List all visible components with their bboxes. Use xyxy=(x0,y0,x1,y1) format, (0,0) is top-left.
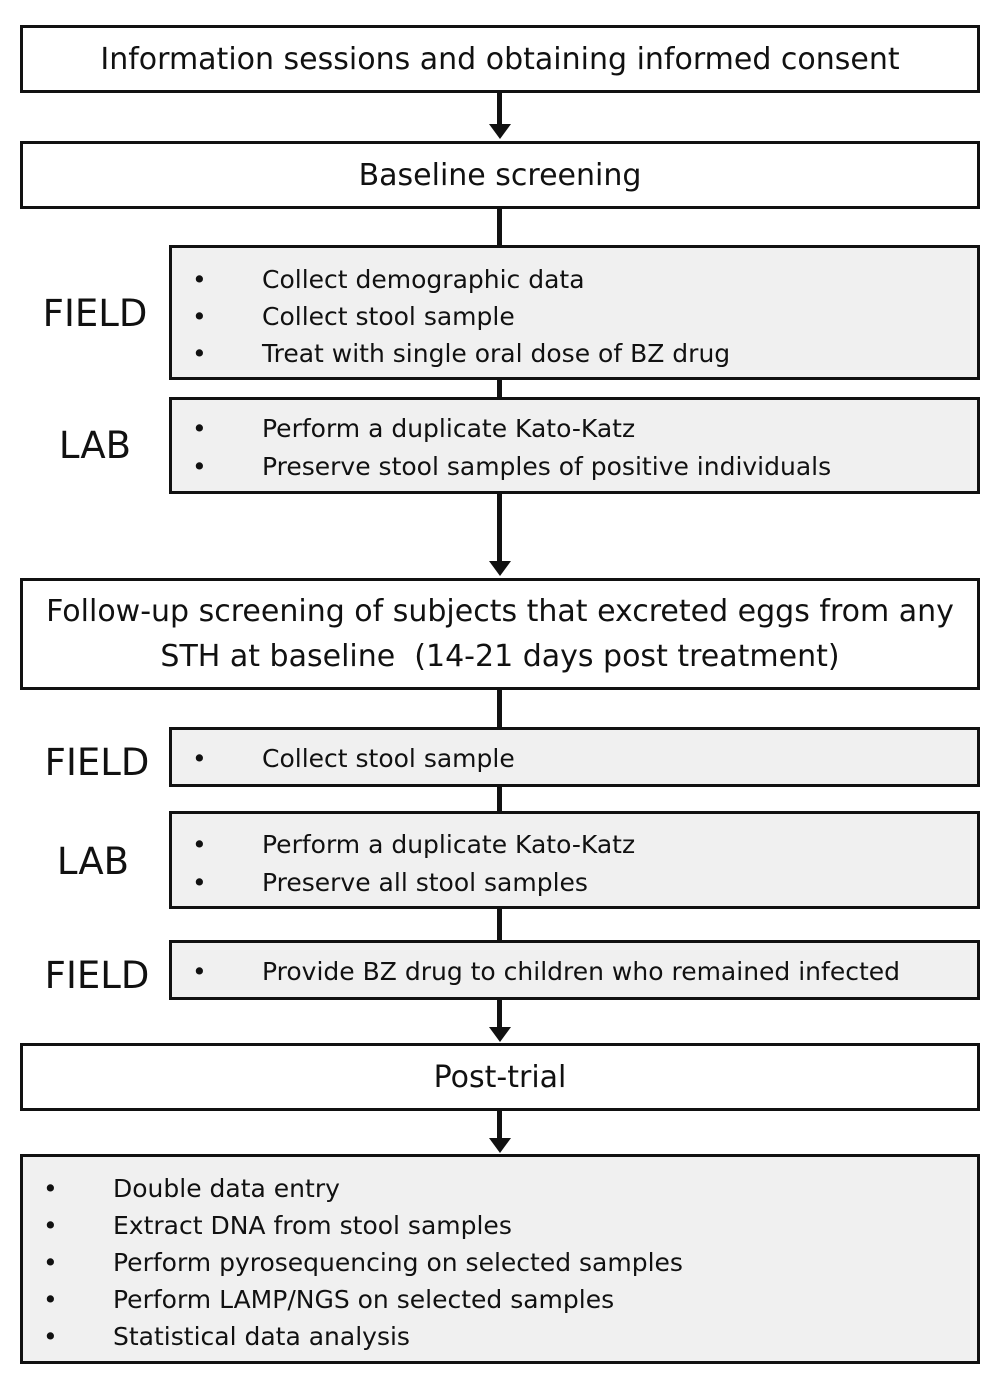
step-followup-box: Follow-up screening of subjects that exc… xyxy=(20,578,980,690)
followup-field-label: FIELD xyxy=(44,741,150,784)
followup-lab-list: Perform a duplicate Kato-Katz Preserve a… xyxy=(172,826,977,902)
list-item: Provide BZ drug to children who remained… xyxy=(172,953,977,991)
arrow-to-posttrial-tasks xyxy=(489,1138,511,1153)
baseline-lab-box: Perform a duplicate Kato-Katz Preserve s… xyxy=(169,397,980,494)
list-item: Statistical data analysis xyxy=(23,1318,977,1355)
followup-field2-label: FIELD xyxy=(44,954,150,997)
step-followup-label-line2: STH at baseline (14-21 days post treatme… xyxy=(160,639,840,674)
posttrial-tasks-list: Double data entry Extract DNA from stool… xyxy=(23,1170,977,1355)
list-item: Double data entry xyxy=(23,1170,977,1207)
connector-field-lab-2 xyxy=(497,786,502,812)
list-item: Perform pyrosequencing on selected sampl… xyxy=(23,1244,977,1281)
baseline-field-label: FIELD xyxy=(42,292,148,335)
followup-lab-label: LAB xyxy=(56,840,130,883)
baseline-field-box: Collect demographic data Collect stool s… xyxy=(169,245,980,380)
step-consent-label: Information sessions and obtaining infor… xyxy=(100,41,900,77)
step-baseline-label: Baseline screening xyxy=(358,157,642,193)
list-item: Collect demographic data xyxy=(172,261,977,298)
arrow-to-followup xyxy=(489,561,511,576)
connector-field-posttrial xyxy=(497,999,502,1029)
list-item: Perform LAMP/NGS on selected samples xyxy=(23,1281,977,1318)
list-item: Collect stool sample xyxy=(172,740,977,778)
step-posttrial-box: Post-trial xyxy=(20,1043,980,1111)
followup-field-box: Collect stool sample xyxy=(169,727,980,787)
arrow-to-posttrial xyxy=(489,1027,511,1042)
step-posttrial-label: Post-trial xyxy=(433,1059,567,1095)
step-followup-label-line1: Follow-up screening of subjects that exc… xyxy=(46,594,954,629)
list-item: Perform a duplicate Kato-Katz xyxy=(172,410,977,448)
step-baseline-box: Baseline screening xyxy=(20,141,980,209)
connector-lab-followup xyxy=(497,493,502,563)
followup-field-list: Collect stool sample xyxy=(172,740,977,778)
posttrial-tasks-box: Double data entry Extract DNA from stool… xyxy=(20,1154,980,1364)
baseline-field-list: Collect demographic data Collect stool s… xyxy=(172,261,977,372)
connector-consent-baseline xyxy=(497,92,502,126)
connector-field-lab xyxy=(497,379,502,398)
connector-baseline-field xyxy=(497,208,502,246)
step-consent-box: Information sessions and obtaining infor… xyxy=(20,25,980,93)
baseline-lab-list: Perform a duplicate Kato-Katz Preserve s… xyxy=(172,410,977,486)
connector-lab-field-2 xyxy=(497,908,502,941)
arrow-to-baseline xyxy=(489,124,511,139)
followup-field2-box: Provide BZ drug to children who remained… xyxy=(169,940,980,1000)
list-item: Perform a duplicate Kato-Katz xyxy=(172,826,977,864)
connector-posttrial-tasks xyxy=(497,1110,502,1140)
list-item: Preserve stool samples of positive indiv… xyxy=(172,448,977,486)
list-item: Preserve all stool samples xyxy=(172,864,977,902)
followup-lab-box: Perform a duplicate Kato-Katz Preserve a… xyxy=(169,811,980,909)
list-item: Extract DNA from stool samples xyxy=(23,1207,977,1244)
list-item: Collect stool sample xyxy=(172,298,977,335)
connector-followup-field xyxy=(497,689,502,728)
list-item: Treat with single oral dose of BZ drug xyxy=(172,335,977,372)
followup-field2-list: Provide BZ drug to children who remained… xyxy=(172,953,977,991)
baseline-lab-label: LAB xyxy=(58,424,132,467)
